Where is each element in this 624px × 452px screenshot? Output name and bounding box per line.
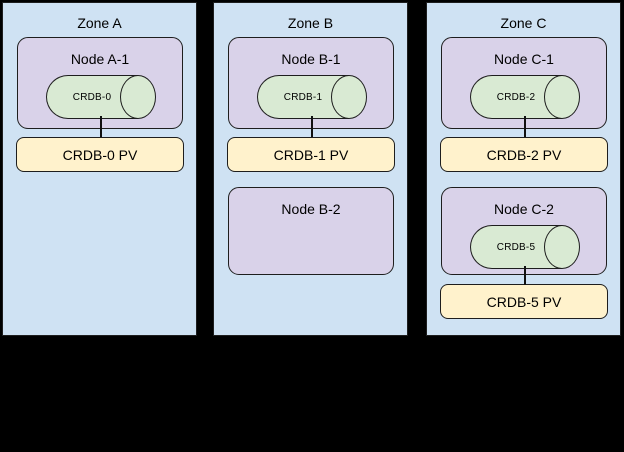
pv-label: CRDB-2 PV — [486, 146, 562, 163]
connector-line — [523, 116, 526, 137]
zone-title: Zone A — [77, 15, 122, 31]
pv-label: CRDB-5 PV — [486, 293, 562, 310]
zone-c: Zone C Node C-1 CRDB-2 CRDB-2 PV Node C-… — [426, 2, 621, 336]
cylinder-cap-icon — [120, 75, 156, 119]
pv-label: CRDB-0 PV — [62, 146, 138, 163]
pv-label: CRDB-1 PV — [273, 146, 349, 163]
node-c-1: Node C-1 CRDB-2 — [441, 37, 607, 129]
cylinder-body — [257, 75, 349, 119]
node-title: Node C-1 — [494, 51, 554, 67]
crdb-2-cylinder: CRDB-2 — [470, 75, 580, 119]
node-title: Node B-2 — [281, 201, 341, 217]
cylinder-label: CRDB-1 — [283, 91, 323, 103]
node-title: Node B-1 — [281, 51, 341, 67]
connector-line — [310, 116, 313, 137]
zone-title: Zone B — [287, 15, 334, 31]
cylinder-cap-icon — [331, 75, 367, 119]
crdb-5-cylinder: CRDB-5 — [470, 225, 580, 269]
crdb-1-cylinder: CRDB-1 — [257, 75, 367, 119]
zone-title: Zone C — [500, 15, 547, 31]
cylinder-label: CRDB-0 — [72, 91, 112, 103]
connector-line — [523, 266, 526, 285]
node-a-1: Node A-1 CRDB-0 — [17, 37, 183, 129]
crdb-1-pv-box: CRDB-1 PV — [227, 137, 395, 172]
cylinder-label: CRDB-2 — [496, 91, 536, 103]
cylinder-cap-icon — [544, 75, 580, 119]
node-b-2: Node B-2 — [228, 187, 394, 275]
crdb-2-pv-box: CRDB-2 PV — [440, 137, 608, 172]
node-title: Node A-1 — [70, 51, 130, 67]
zone-b: Zone B Node B-1 CRDB-1 CRDB-1 PV Node B-… — [213, 2, 408, 336]
crdb-0-pv-box: CRDB-0 PV — [16, 137, 184, 172]
node-b-1: Node B-1 CRDB-1 — [228, 37, 394, 129]
crdb-0-cylinder: CRDB-0 — [46, 75, 156, 119]
connector-line — [99, 116, 102, 137]
zone-a: Zone A Node A-1 CRDB-0 CRDB-0 PV — [2, 2, 197, 336]
cylinder-label: CRDB-5 — [496, 241, 536, 253]
crdb-5-pv-box: CRDB-5 PV — [440, 284, 608, 319]
node-c-2: Node C-2 CRDB-5 — [441, 187, 607, 275]
cylinder-cap-icon — [544, 225, 580, 269]
node-title: Node C-2 — [494, 201, 554, 217]
